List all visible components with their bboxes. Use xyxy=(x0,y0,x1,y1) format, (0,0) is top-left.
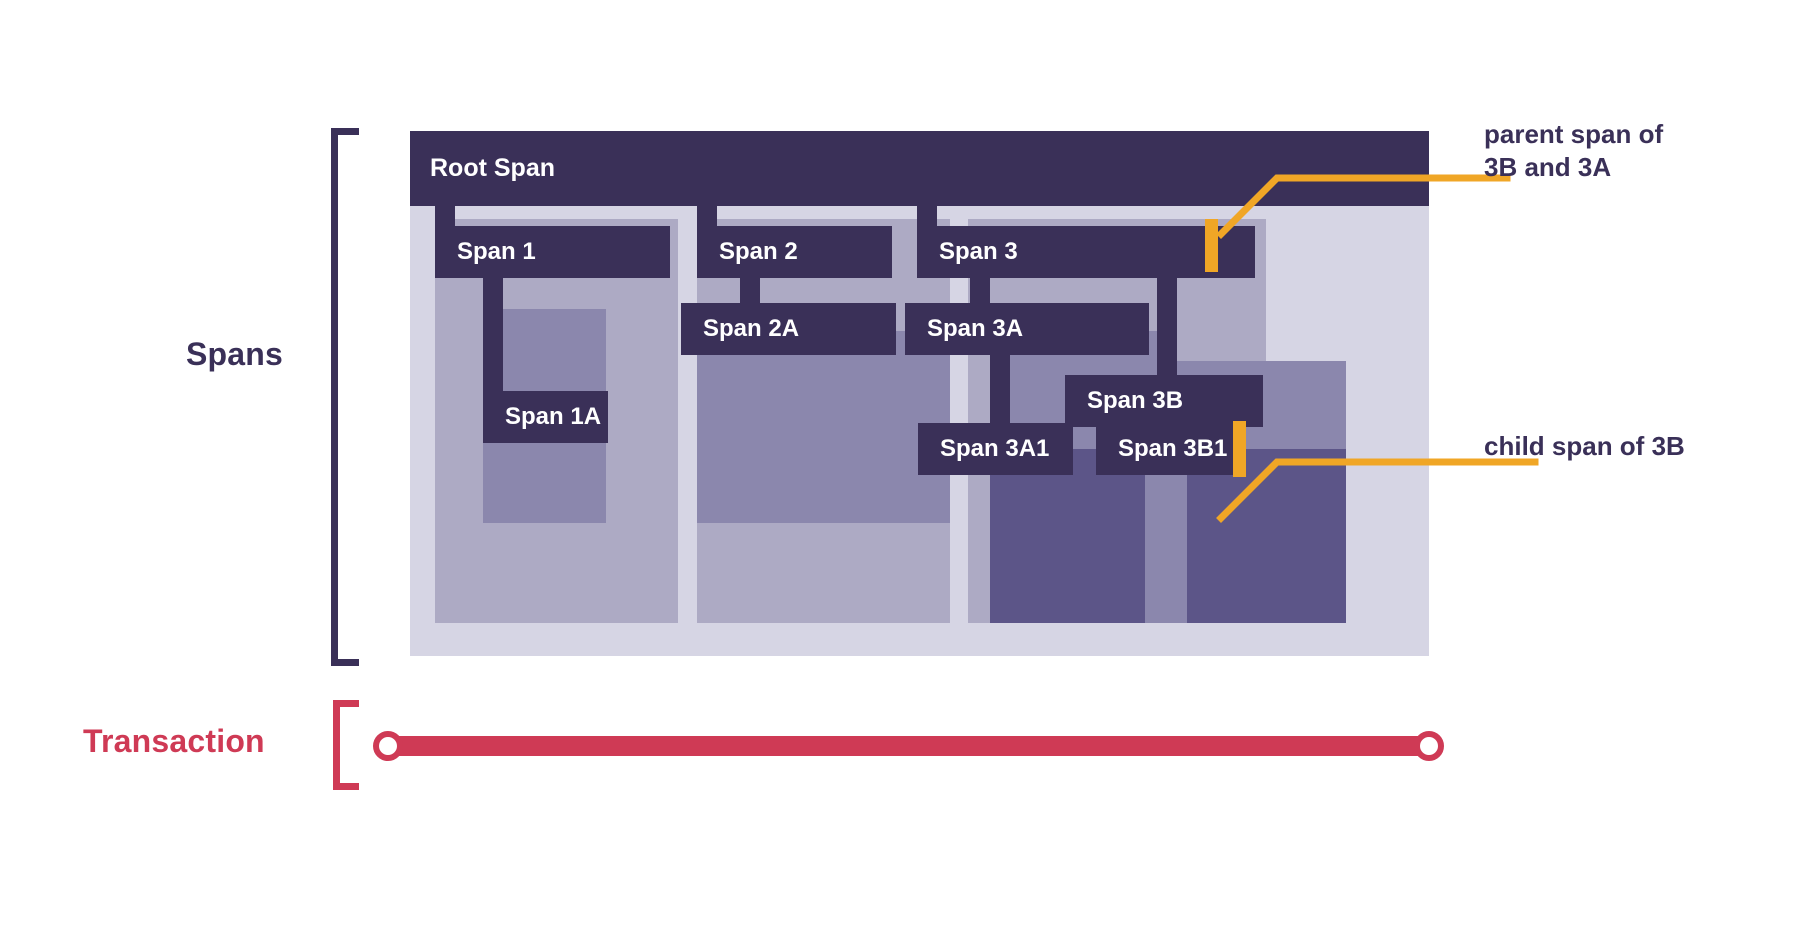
span-bar-1-label: Span 1 xyxy=(457,238,536,265)
span-3b1-block xyxy=(1187,449,1346,623)
span-bar-3b-label: Span 3B xyxy=(1087,387,1184,414)
span-bar-1a-label: Span 1A xyxy=(505,403,602,430)
span-bar-3b[interactable]: Span 3B xyxy=(1065,375,1263,427)
span-bar-2a-label: Span 2A xyxy=(703,315,800,342)
transaction-section-label: Transaction xyxy=(83,723,265,759)
span-3a1-block xyxy=(990,449,1145,623)
span-bar-3a1[interactable]: Span 3A1 xyxy=(918,423,1073,475)
connector-span1-to-span1a xyxy=(483,271,503,401)
span-bar-3a1-label: Span 3A1 xyxy=(940,435,1050,462)
leader-line-parent-path xyxy=(1216,174,1511,239)
span-bar-3b1-label: Span 3B1 xyxy=(1118,435,1228,462)
transaction-end-marker[interactable] xyxy=(1414,731,1444,761)
span-bar-2a[interactable]: Span 2A xyxy=(681,303,896,355)
spans-bracket xyxy=(331,128,359,666)
connector-span3-to-span3a xyxy=(970,271,990,313)
span-bar-3-label: Span 3 xyxy=(939,238,1018,265)
spans-panel: Root Span Span 1 Span 2 Span 3 Span 1A S… xyxy=(410,131,1429,656)
transaction-bracket xyxy=(333,700,359,790)
connector-span3a-to-span3a1 xyxy=(990,347,1010,433)
annotation-parent-span: parent span of 3B and 3A xyxy=(1484,119,1664,183)
leader-line-parent-span xyxy=(1216,174,1511,239)
span-bar-1a[interactable]: Span 1A xyxy=(483,391,608,443)
span-bar-root-label: Root Span xyxy=(430,154,555,182)
span-bar-1[interactable]: Span 1 xyxy=(435,226,670,278)
connector-span3-to-span3b xyxy=(1157,271,1177,385)
span-2a-block xyxy=(697,331,950,523)
span-bar-2-label: Span 2 xyxy=(719,238,798,265)
annotation-child-span: child span of 3B xyxy=(1484,431,1685,461)
span-bar-3a[interactable]: Span 3A xyxy=(905,303,1149,355)
highlight-marker-parent-span xyxy=(1205,219,1218,272)
leader-line-child-span xyxy=(1216,458,1539,523)
transaction-bar[interactable] xyxy=(385,736,1437,756)
span-bar-2[interactable]: Span 2 xyxy=(697,226,892,278)
spans-section-label: Spans xyxy=(186,336,284,372)
leader-line-child-path xyxy=(1216,458,1539,523)
connector-span2-to-span2a xyxy=(740,271,760,313)
span-bar-3a-label: Span 3A xyxy=(927,315,1024,342)
highlight-marker-child-span xyxy=(1233,421,1246,477)
transaction-start-marker[interactable] xyxy=(373,731,403,761)
